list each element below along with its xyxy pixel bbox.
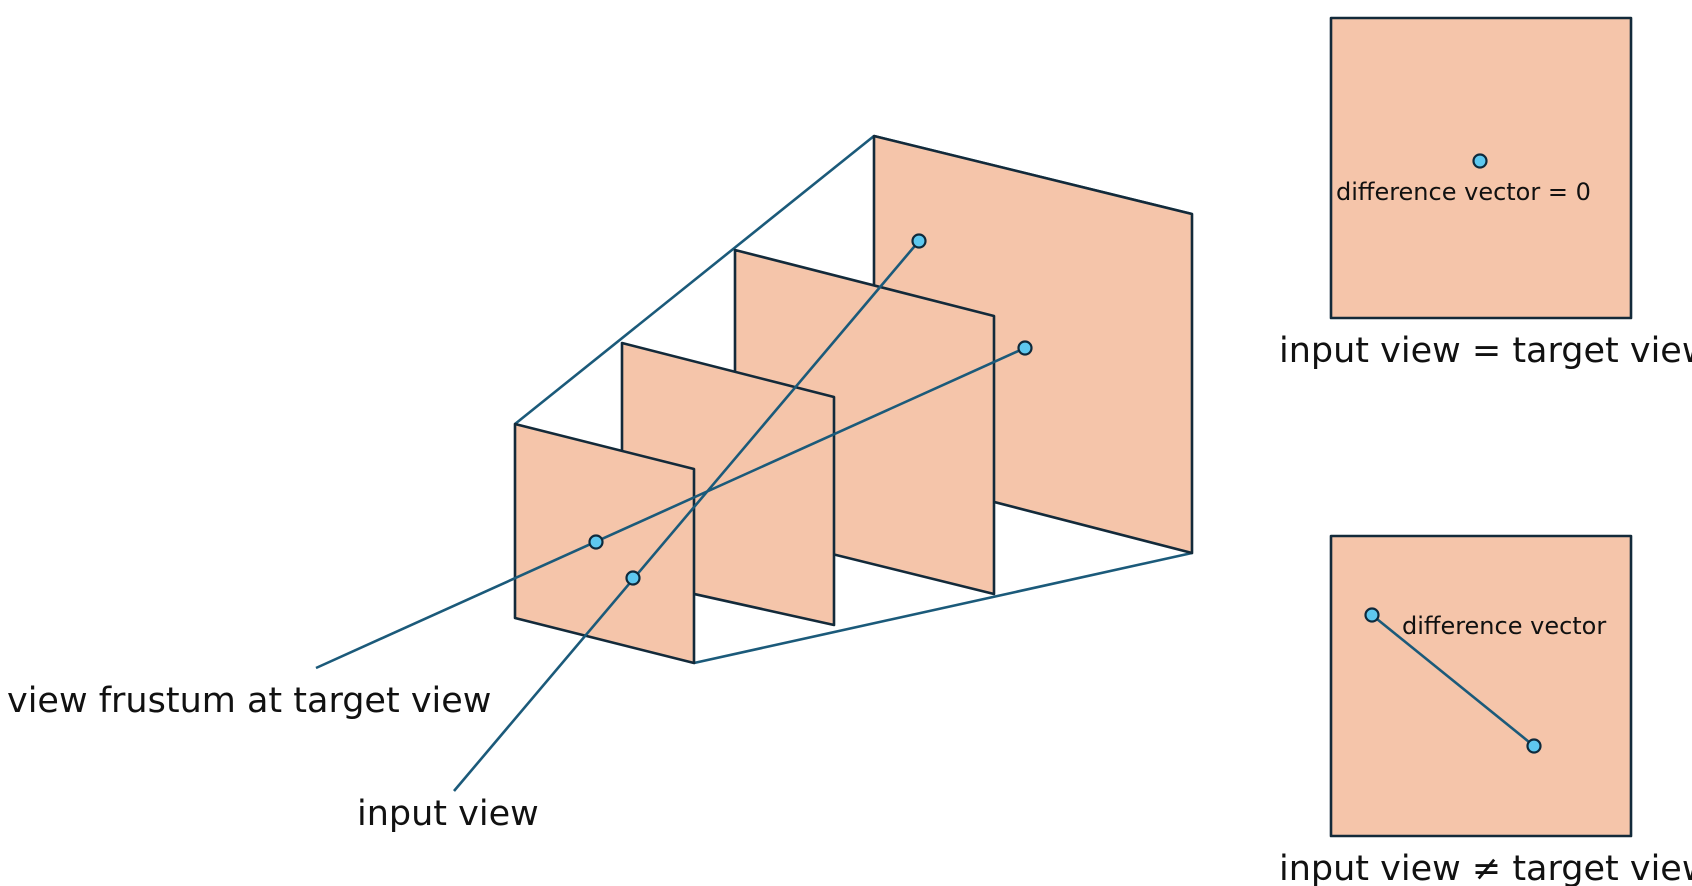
ray-input-view xyxy=(453,240,920,792)
frustum-bottom-edge xyxy=(693,551,1193,665)
difference-vector-line xyxy=(1371,613,1535,748)
ray-target-view xyxy=(315,346,1026,670)
unequal-view-caption: input view ≠ target view xyxy=(1279,849,1692,886)
frustum-top-left-edge xyxy=(514,134,875,426)
frustum-label: view frustum at target view xyxy=(7,681,491,721)
difference-start-point xyxy=(1364,607,1380,623)
input-view-label: input view xyxy=(357,794,539,834)
depth-plane-1 xyxy=(513,422,696,665)
sample-point-near-target xyxy=(588,534,604,550)
difference-end-point xyxy=(1526,738,1542,754)
sample-point-near-input xyxy=(625,570,641,586)
coincident-point xyxy=(1472,153,1488,169)
equal-view-caption: input view = target view xyxy=(1279,331,1692,371)
difference-vector-label: difference vector xyxy=(1402,612,1606,640)
panel-unequal-view xyxy=(1329,534,1633,838)
sample-point-far-target xyxy=(1017,340,1033,356)
difference-zero-label: difference vector = 0 xyxy=(1336,178,1591,206)
sample-point-far-input xyxy=(911,233,927,249)
